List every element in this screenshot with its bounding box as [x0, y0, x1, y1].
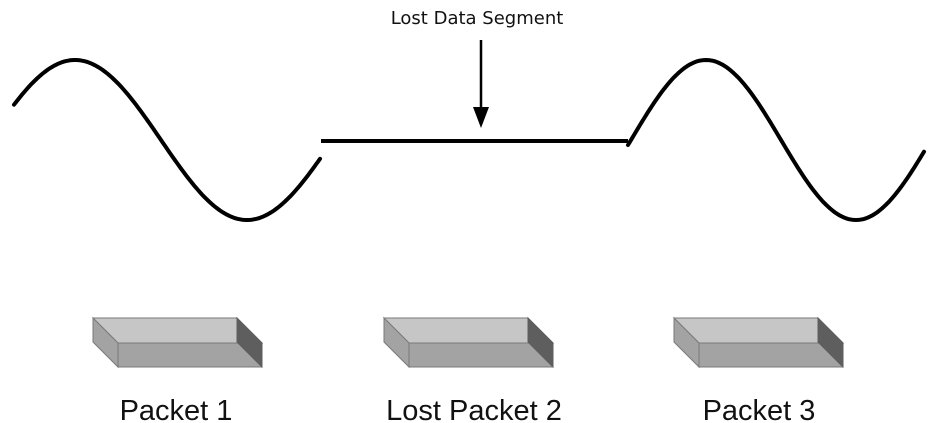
packet-1: Packet 1	[91, 316, 264, 423]
down-arrow-icon	[473, 40, 489, 128]
packet-3: Packet 3	[672, 316, 845, 423]
packet-2-label: Lost Packet 2	[386, 395, 562, 423]
packet-3-label: Packet 3	[703, 395, 816, 423]
signal-wave-right	[626, 58, 926, 222]
packet-box-icon	[672, 316, 845, 369]
packet-box-icon	[91, 316, 264, 369]
packet-2-lost: Lost Packet 2	[382, 316, 562, 423]
signal-wave-left	[12, 58, 322, 222]
packet-1-label: Packet 1	[120, 395, 233, 423]
lost-data-segment-label: Lost Data Segment	[391, 8, 564, 29]
packet-box-icon	[382, 316, 555, 369]
